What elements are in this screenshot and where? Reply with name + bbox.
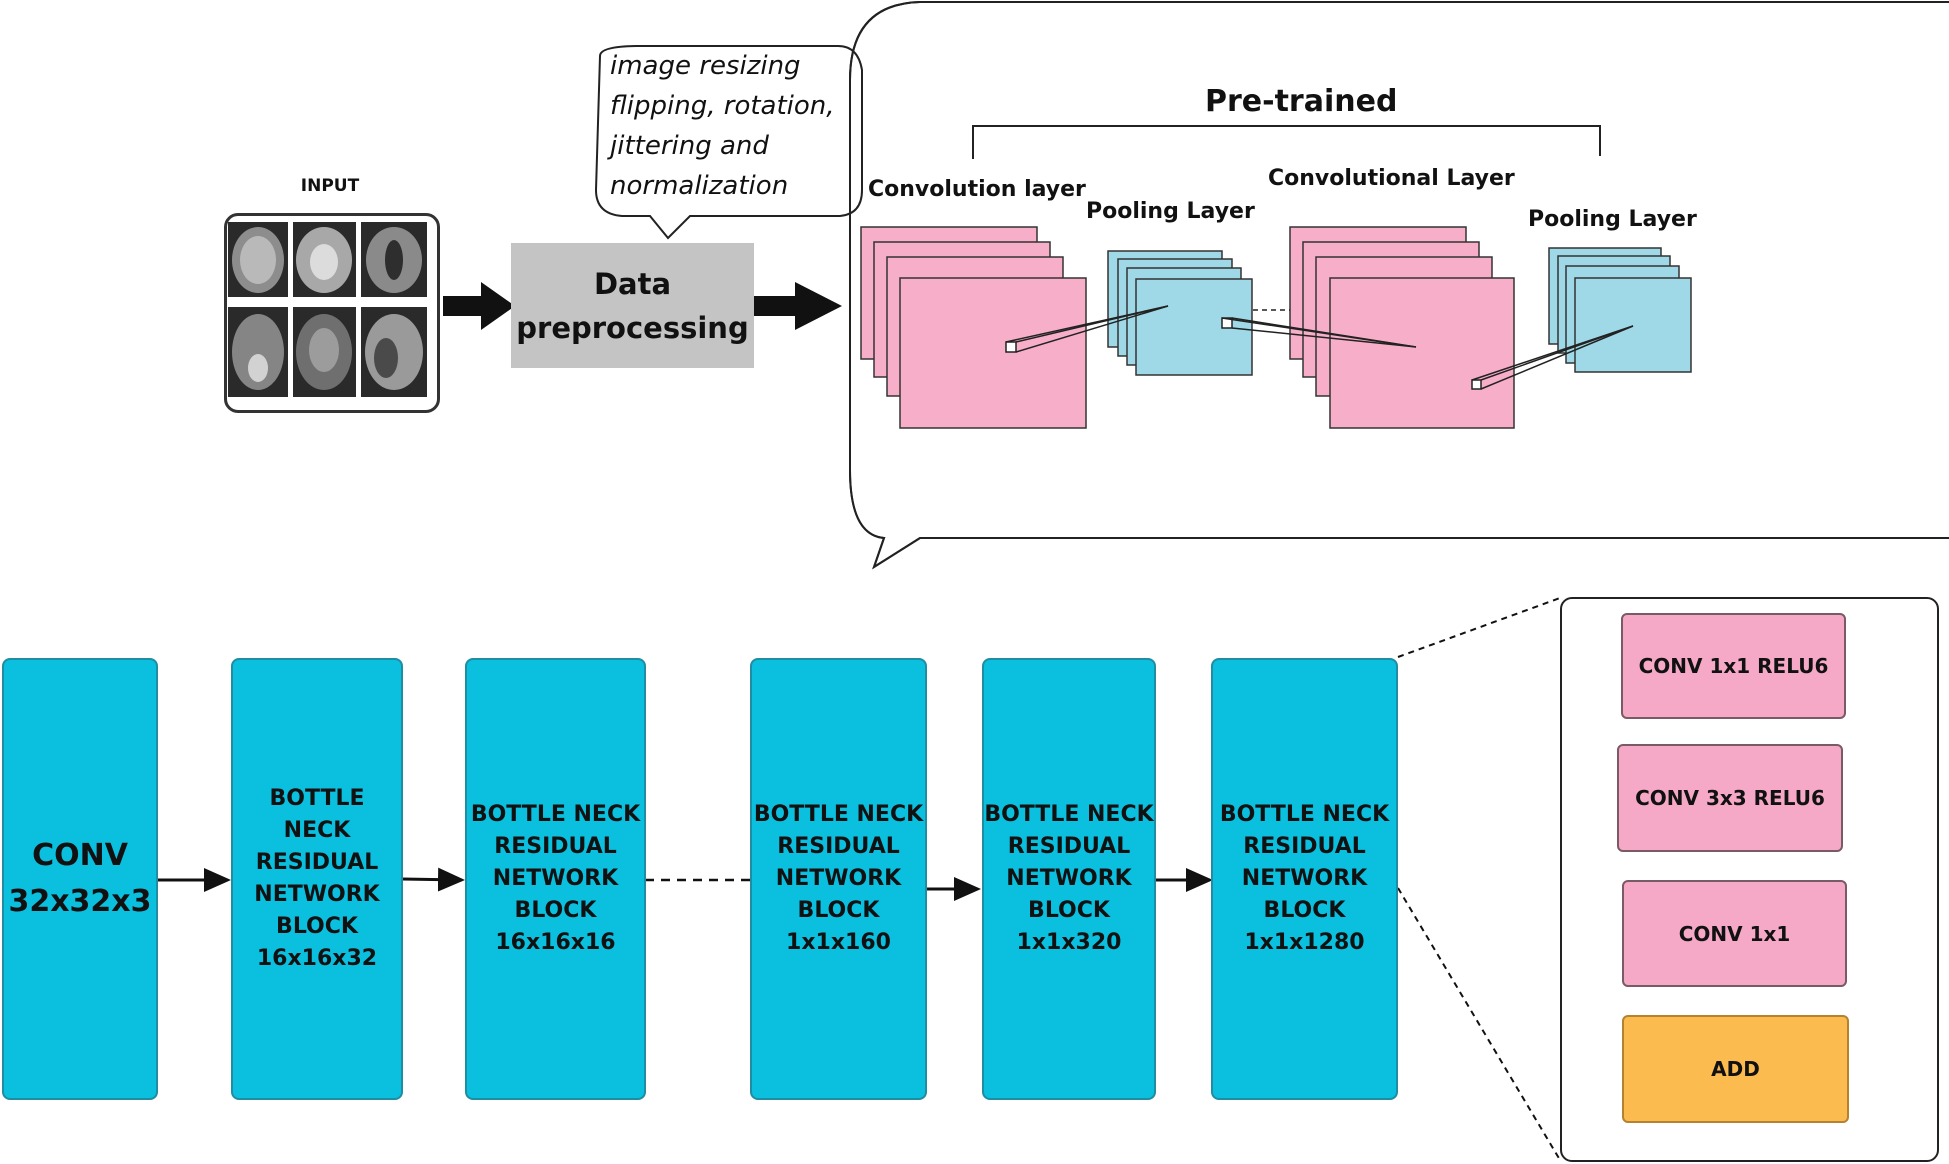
preprocessing-line-1: Data — [593, 266, 672, 301]
detail-step-label: ADD — [1711, 1057, 1760, 1081]
detail-step-label: CONV 3x3 RELU6 — [1635, 786, 1825, 810]
receptive-field-connectors — [1005, 305, 1634, 390]
preprocessing-to-cnn-arrow — [754, 282, 842, 330]
convolutional-layer-label: Convolutional Layer — [1268, 166, 1515, 191]
convolution-layer-label: Convolution layer — [868, 177, 1086, 202]
block-line: NETWORK — [775, 866, 902, 891]
preprocessing-line-2: preprocessing — [516, 310, 749, 345]
pretrained-bracket — [972, 125, 1601, 159]
augmentation-line: jittering and — [610, 131, 769, 161]
conv-layer-stack-1 — [860, 226, 1087, 429]
conv-1x1-relu6-box: CONV 1x1 RELU6 — [1621, 613, 1846, 719]
input-to-preprocessing-arrow — [443, 282, 515, 330]
data-preprocessing-box: Data preprocessing — [511, 243, 754, 368]
block-line: BOTTLE NECK — [984, 802, 1154, 827]
block-line: RESIDUAL — [255, 850, 379, 875]
block-line: BOTTLE NECK — [470, 802, 641, 827]
conv-3x3-relu6-box: CONV 3x3 RELU6 — [1617, 744, 1843, 852]
block-line: RESIDUAL — [1243, 834, 1366, 859]
augmentation-line: image resizing — [610, 51, 801, 81]
detail-step-label: CONV 1x1 — [1678, 921, 1791, 946]
block-line: NETWORK — [254, 882, 380, 907]
detail-zoom-lines — [1397, 597, 1561, 1161]
block-line: NETWORK — [492, 866, 619, 891]
pretrained-callout-border — [849, 0, 1949, 570]
block-line: RESIDUAL — [777, 834, 900, 859]
block-line: BLOCK — [1028, 898, 1110, 923]
augmentation-text: image resizing flipping, rotation, jitte… — [610, 46, 860, 206]
pooling-layer-label: Pooling Layer — [1086, 199, 1255, 224]
block-line: 16x16x32 — [256, 946, 378, 971]
input-image-frame — [224, 213, 440, 413]
detail-step-label: CONV 1x1 RELU6 — [1638, 654, 1829, 678]
block-line: 16x16x16 — [495, 930, 616, 955]
input-label: INPUT — [300, 176, 360, 196]
block-line: BOTTLE NECK — [1219, 802, 1390, 827]
bottleneck-block-16x16x16: BOTTLE NECK RESIDUAL NETWORK BLOCK 16x16… — [465, 658, 646, 1100]
bottleneck-block-1x1x320: BOTTLE NECK RESIDUAL NETWORK BLOCK 1x1x3… — [982, 658, 1156, 1100]
augmentation-line: normalization — [610, 171, 789, 201]
block-line: 1x1x320 — [1016, 930, 1122, 955]
pooling-layer-label-2: Pooling Layer — [1528, 207, 1697, 232]
bottleneck-block-1x1x160: BOTTLE NECK RESIDUAL NETWORK BLOCK 1x1x1… — [750, 658, 927, 1100]
block-line: 32x32x3 — [8, 884, 152, 919]
pool-layer-stack-1 — [1107, 250, 1253, 376]
augmentation-line: flipping, rotation, — [610, 91, 835, 121]
block-line: BLOCK — [1263, 898, 1346, 923]
block-line: BOTTLE NECK — [269, 786, 365, 843]
conv-1x1-box: CONV 1x1 — [1622, 880, 1847, 987]
conv-block: CONV 32x32x3 — [2, 658, 158, 1100]
block-line: CONV — [32, 838, 128, 873]
add-box: ADD — [1622, 1015, 1849, 1123]
pool-layer-stack-2 — [1548, 247, 1692, 373]
block-line: BOTTLE NECK — [753, 802, 924, 827]
conv-layer-stack-2 — [1289, 226, 1515, 429]
block-line: RESIDUAL — [1007, 834, 1131, 859]
augmentation-callout — [594, 45, 863, 240]
mri-thumbnails — [228, 222, 427, 397]
block-line: BLOCK — [797, 898, 880, 923]
bottleneck-block-16x16x32: BOTTLE NECK RESIDUAL NETWORK BLOCK 16x16… — [231, 658, 403, 1100]
block-line: RESIDUAL — [494, 834, 617, 859]
block-line: BLOCK — [514, 898, 597, 923]
block-line: NETWORK — [1241, 866, 1368, 891]
bottleneck-block-1x1x1280: BOTTLE NECK RESIDUAL NETWORK BLOCK 1x1x1… — [1211, 658, 1398, 1100]
pretrained-title: Pre-trained — [1205, 84, 1398, 119]
block-line: NETWORK — [1006, 866, 1132, 891]
network-arrows — [158, 867, 1213, 901]
block-line: BLOCK — [276, 914, 358, 939]
block-line: 1x1x1280 — [1244, 930, 1365, 955]
block-line: 1x1x160 — [786, 930, 891, 955]
